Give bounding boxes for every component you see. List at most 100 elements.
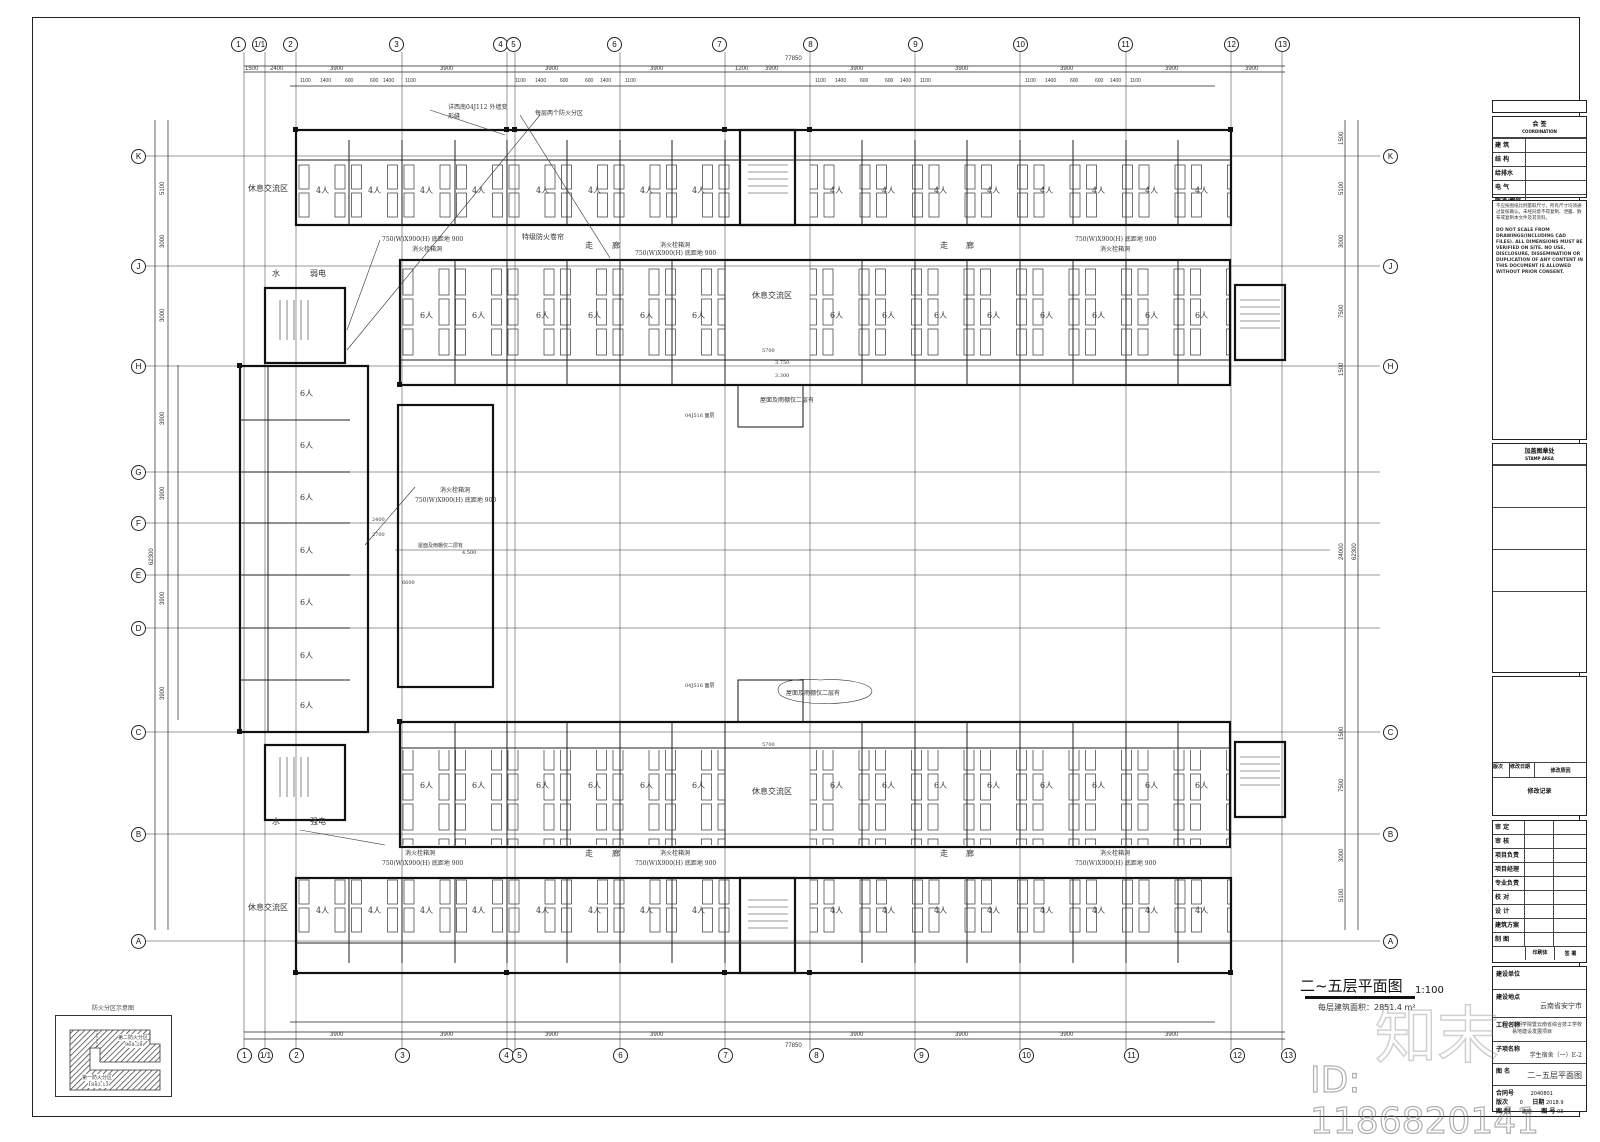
svg-text:1100: 1100: [625, 78, 636, 84]
watermark-brand: 知末: [1374, 998, 1500, 1073]
dorm-4-label: 4人: [1040, 906, 1054, 915]
dorm-6-label: 6人: [987, 781, 1001, 790]
dorm-6-label: 6人: [300, 701, 314, 710]
dorm-6-label: 6人: [472, 311, 486, 320]
annotation-hydrant-n3: 消火栓箱洞: [1100, 246, 1131, 253]
dorm-6-label: 6人: [934, 311, 948, 320]
dorm-6-label: 6人: [536, 311, 550, 320]
annotation-fire-shutter: 特级防火卷帘: [522, 233, 564, 241]
axis-row-a-right: A: [1383, 934, 1398, 949]
axis-row-b-left: B: [131, 827, 146, 842]
dorm-6-label: 6人: [640, 311, 654, 320]
annotation-fire-division: 每层两个防火分区: [535, 110, 584, 117]
svg-text:3900: 3900: [160, 486, 166, 500]
dorm-6-label: 6人: [830, 311, 844, 320]
dorm-4-label: 4人: [368, 906, 382, 915]
dorm-4-label: 4人: [882, 186, 896, 195]
axis-col-3-bottom: 3: [395, 1048, 410, 1063]
dorm-4-label: 4人: [588, 186, 602, 195]
axis-col-7-top: 7: [712, 37, 727, 52]
dorm-6-label: 6人: [300, 493, 314, 502]
dorm-4-label: 4人: [1145, 186, 1159, 195]
svg-text:3900: 3900: [765, 66, 779, 72]
dorm-6-label: 6人: [1092, 311, 1106, 320]
annotation-dim-2700: 2700: [372, 532, 385, 538]
axis-col-3-top: 3: [389, 37, 404, 52]
svg-text:1400: 1400: [600, 78, 611, 84]
dorm-6-label: 6人: [987, 311, 1001, 320]
svg-text:24000: 24000: [1339, 543, 1345, 560]
dorm-4-label: 4人: [1040, 186, 1054, 195]
svg-text:3900: 3900: [330, 66, 344, 72]
location-value: 云南省安宁市: [1540, 1002, 1582, 1010]
axis-row-a-left: A: [131, 934, 146, 949]
dorm-6-label: 6人: [300, 598, 314, 607]
svg-text:1100: 1100: [1130, 78, 1141, 84]
dorm-6-label: 6人: [934, 781, 948, 790]
axis-col-11-bottom: 11: [1124, 1048, 1139, 1063]
cosign-row: 建 筑: [1493, 138, 1586, 152]
axis-row-k-right: K: [1383, 149, 1398, 164]
axis-col-9-bottom: 9: [914, 1048, 929, 1063]
annotation-hydrant-size-s3: 750(W)X900(H) 底距地 900: [1075, 860, 1157, 867]
axis-col-1a-top: 1/1: [252, 37, 267, 52]
axis-col-7-bottom: 7: [718, 1048, 733, 1063]
dorm-6-label: 6人: [692, 781, 706, 790]
annotation-roof-canopy-w: 屋面及雨棚仅二层有: [418, 543, 464, 549]
dorm-6-label: 6人: [472, 781, 486, 790]
axis-col-1a-bottom: 1/1: [258, 1048, 273, 1063]
dorm-4-label: 4人: [1092, 186, 1106, 195]
axis-col-5-top: 5: [506, 37, 521, 52]
svg-text:600: 600: [560, 78, 569, 84]
svg-text:1400: 1400: [900, 78, 911, 84]
axis-col-1-bottom: 1: [237, 1048, 252, 1063]
annotation-ref-04j516-s: 04J516 面层: [685, 683, 715, 689]
svg-text:1400: 1400: [1045, 78, 1056, 84]
dorm-6-label: 6人: [300, 441, 314, 450]
dorm-6-label: 6人: [420, 311, 434, 320]
axis-row-h-right: H: [1383, 359, 1398, 374]
axis-col-12-top: 12: [1224, 37, 1239, 52]
drawing-title: 二~五层平面图: [1300, 977, 1403, 995]
disclaimer-en: DO NOT SCALE FROM DRAWINGS(INCLUDING CAD…: [1496, 228, 1583, 275]
legend-zone1-area: 1883.13: [88, 1082, 109, 1088]
revision-title: 修改记录: [1527, 788, 1552, 795]
axis-col-5-bottom: 5: [512, 1048, 527, 1063]
svg-text:7500: 7500: [1339, 304, 1345, 318]
svg-text:3900: 3900: [1060, 66, 1074, 72]
svg-text:3900: 3900: [330, 1032, 344, 1038]
svg-text:3900: 3900: [440, 66, 454, 72]
axis-col-2-bottom: 2: [289, 1048, 304, 1063]
dorm-6-label: 6人: [300, 651, 314, 660]
svg-text:1100: 1100: [300, 78, 311, 84]
axis-col-9-top: 9: [908, 37, 923, 52]
dorm-4-label: 4人: [934, 906, 948, 915]
annotation-hydrant-s1: 消火栓箱洞: [405, 850, 436, 857]
svg-text:600: 600: [585, 78, 594, 84]
svg-text:77850: 77850: [785, 56, 802, 62]
dorm-6-label: 6人: [692, 311, 706, 320]
axis-row-b-right: B: [1383, 827, 1398, 842]
dorm-4-label: 4人: [1092, 906, 1106, 915]
svg-text:3900: 3900: [160, 591, 166, 605]
disclaimer-box: 不应按图纸比例量取尺寸，所有尺寸均须通过复核确认。未经同意不得复制、泄露、散布或…: [1492, 200, 1587, 440]
annotation-elev-3750-n: 3.750: [775, 360, 790, 366]
subproject-value: 学生宿舍（一）E-2: [1529, 1052, 1582, 1059]
svg-text:3900: 3900: [850, 1032, 864, 1038]
svg-text:1500: 1500: [1339, 362, 1345, 376]
annotation-hydrant-n1: 消火栓箱洞: [412, 246, 443, 253]
project-value: 昆明学院暨云南省综合技工学校易地建设发展项目: [1512, 1022, 1583, 1035]
drawing-title-underline: [1305, 996, 1415, 999]
dorm-4-label: 4人: [316, 906, 330, 915]
dorm-6-label: 6人: [882, 311, 896, 320]
svg-text:3000: 3000: [1339, 848, 1345, 862]
svg-text:3900: 3900: [850, 66, 864, 72]
annotation-ref-04j516-n: 04J516 面层: [685, 413, 715, 419]
room-label-water-s: 水: [272, 817, 280, 826]
svg-text:3900: 3900: [650, 1032, 664, 1038]
annotation-hydrant-size-s1: 750(W)X900(H) 底距地 900: [382, 860, 464, 867]
svg-text:1500: 1500: [1339, 131, 1345, 145]
svg-text:1100: 1100: [515, 78, 526, 84]
